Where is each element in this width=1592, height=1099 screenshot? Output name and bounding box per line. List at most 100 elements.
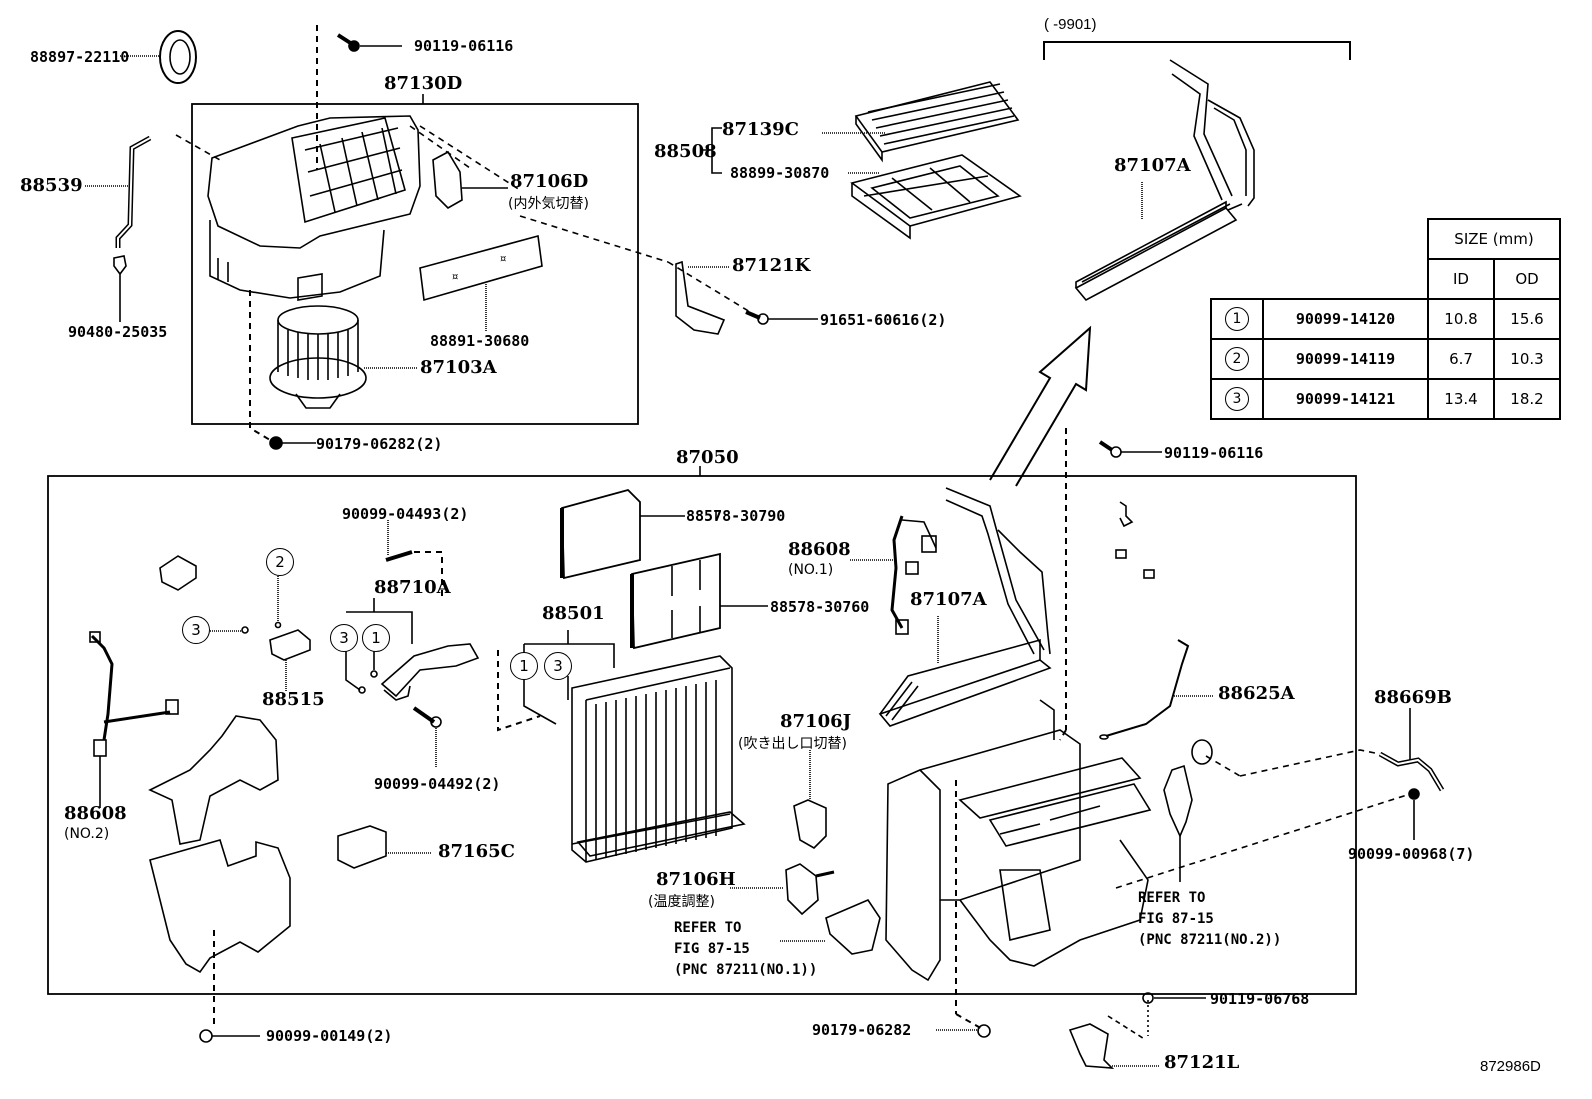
filter-drawing [700, 81, 1022, 240]
part-note-88608-no1: (NO.1) [788, 562, 834, 578]
row-id: 6.7 [1427, 338, 1495, 380]
dash-line [1059, 729, 1067, 741]
refer-note-no2[interactable]: REFER TO FIG 87-15 (PNC 87211(NO.2)) [1138, 890, 1282, 948]
part-label-91651-60616[interactable]: 91651-60616(2) [820, 311, 947, 329]
drain-part-drawing [780, 899, 881, 955]
table-row: 2 90099-14119 6.7 10.3 [1210, 338, 1561, 380]
part-label-87165C[interactable]: 87165C [438, 841, 515, 862]
part-note-87106D: (内外気切替) [508, 196, 589, 212]
row-mark: 3 [1225, 387, 1249, 411]
callout-o-ring-2[interactable]: 2 [266, 548, 294, 576]
callout-o-ring-3[interactable]: 3 [330, 624, 358, 652]
partition-panel-drawing [560, 488, 768, 650]
part-note-87106H: (温度調整) [648, 894, 715, 910]
part-label-90179-06282-bottom[interactable]: 90179-06282 [812, 1021, 912, 1039]
servo-motor-drawing [793, 750, 827, 849]
part-label-90099-00149[interactable]: 90099-00149(2) [266, 1027, 393, 1045]
part-label-90119-06768[interactable]: 90119-06768 [1210, 990, 1310, 1008]
row-mark: 1 [1225, 307, 1249, 331]
duct-drawing [148, 715, 291, 1043]
refer-note-no1[interactable]: REFER TO FIG 87-15 (PNC 87211(NO.1)) [674, 920, 818, 978]
table-row: 1 90099-14120 10.8 15.6 [1210, 298, 1561, 340]
clip-drawing [1115, 501, 1155, 579]
blower-assembly-box [191, 103, 639, 425]
group-label-unit-assembly[interactable]: 87050 [676, 447, 739, 468]
part-label-88608-no1[interactable]: 88608 [788, 539, 851, 560]
part-label-87107A-upper[interactable]: 87107A [1114, 155, 1191, 176]
row-od: 18.2 [1493, 378, 1561, 420]
row-mark: 2 [1225, 347, 1249, 371]
callout-o-ring-3[interactable]: 3 [182, 616, 210, 644]
part-note-87106J: (吹き出し口切替) [738, 736, 847, 752]
part-label-87106J[interactable]: 87106J [780, 711, 852, 732]
screw-drawing [1065, 428, 1162, 730]
part-label-90099-04493[interactable]: 90099-04493(2) [342, 505, 469, 523]
part-label-88669B[interactable]: 88669B [1374, 687, 1452, 708]
part-label-88501[interactable]: 88501 [542, 603, 605, 624]
part-label-87121K[interactable]: 87121K [732, 255, 811, 276]
col-od-header: OD [1493, 258, 1561, 300]
part-label-90119-06116-mid[interactable]: 90119-06116 [1164, 444, 1264, 462]
part-label-87103A[interactable]: 87103A [420, 357, 497, 378]
heater-core-drawing [878, 487, 1052, 727]
bracket-drawing [667, 260, 818, 335]
servo-motor-drawing [730, 863, 835, 916]
heater-case-drawing [885, 699, 1152, 1031]
hose-drawing [1115, 708, 1445, 889]
part-label-88608-no2[interactable]: 88608 [64, 803, 127, 824]
o-ring-size-table: SIZE (mm) ID OD 1 90099-14120 10.8 15.6 … [1210, 218, 1561, 420]
row-part-number[interactable]: 90099-14121 [1262, 378, 1429, 420]
part-label-90480-25035[interactable]: 90480-25035 [68, 323, 168, 341]
screw-drawing [336, 33, 402, 52]
row-od: 15.6 [1493, 298, 1561, 340]
pipe-drawing [345, 520, 541, 768]
row-od: 10.3 [1493, 338, 1561, 380]
direction-arrow [989, 325, 1092, 487]
temperature-sensor-drawing [1099, 639, 1214, 740]
callout-o-ring-1[interactable]: 1 [510, 652, 538, 680]
part-label-90119-06116[interactable]: 90119-06116 [414, 37, 514, 55]
size-header: SIZE (mm) [1427, 218, 1561, 260]
part-label-87106H[interactable]: 87106H [656, 869, 736, 890]
part-label-88899-30870[interactable]: 88899-30870 [730, 164, 830, 182]
servo-motor-drawing [419, 125, 669, 263]
callout-o-ring-1[interactable]: 1 [362, 624, 390, 652]
connector-drawing [159, 555, 197, 591]
part-label-87107A-lower[interactable]: 87107A [910, 589, 987, 610]
range-bracket [1043, 41, 1351, 60]
table-row: 3 90099-14121 13.4 18.2 [1210, 378, 1561, 420]
resistor-drawing [337, 825, 432, 869]
part-label-88539[interactable]: 88539 [20, 175, 83, 196]
row-id: 10.8 [1427, 298, 1495, 340]
part-label-88897-22110[interactable]: 88897-22110 [30, 48, 130, 66]
part-label-87121L[interactable]: 87121L [1164, 1052, 1240, 1073]
group-label-blower-assembly[interactable]: 87130D [384, 73, 463, 94]
seal-ring-drawing [120, 30, 197, 84]
row-id: 13.4 [1427, 378, 1495, 420]
part-label-88578-30760[interactable]: 88578-30760 [770, 598, 870, 616]
drain-hose-drawing [85, 135, 152, 322]
row-part-number[interactable]: 90099-14120 [1262, 298, 1429, 340]
part-label-90179-06282-top[interactable]: 90179-06282(2) [316, 435, 443, 453]
part-label-87106D[interactable]: 87106D [510, 171, 589, 192]
part-note-88608-no2: (NO.2) [64, 826, 110, 842]
part-label-90099-04492[interactable]: 90099-04492(2) [374, 775, 501, 793]
row-part-number[interactable]: 90099-14119 [1262, 338, 1429, 380]
part-label-88515[interactable]: 88515 [262, 689, 325, 710]
wire-harness-drawing [850, 515, 937, 635]
callout-o-ring-3[interactable]: 3 [544, 652, 572, 680]
drain-part-drawing [1163, 764, 1193, 882]
range-note: ( -9901) [1044, 16, 1097, 33]
part-label-88625A[interactable]: 88625A [1218, 683, 1295, 704]
valve-block-drawing [210, 576, 311, 692]
svg-text:¤: ¤ [452, 272, 458, 283]
nut-drawing [269, 436, 283, 450]
part-label-88578-30790[interactable]: 88578-30790 [686, 507, 786, 525]
part-label-90099-00968[interactable]: 90099-00968(7) [1348, 845, 1475, 863]
blower-fan-drawing [269, 305, 418, 409]
part-label-88891-30680[interactable]: 88891-30680 [430, 332, 530, 350]
dash-line [249, 290, 271, 441]
part-label-87139C[interactable]: 87139C [722, 119, 799, 140]
part-label-88710A[interactable]: 88710A [374, 577, 451, 598]
group-label-filter-set[interactable]: 88508 [654, 141, 717, 162]
